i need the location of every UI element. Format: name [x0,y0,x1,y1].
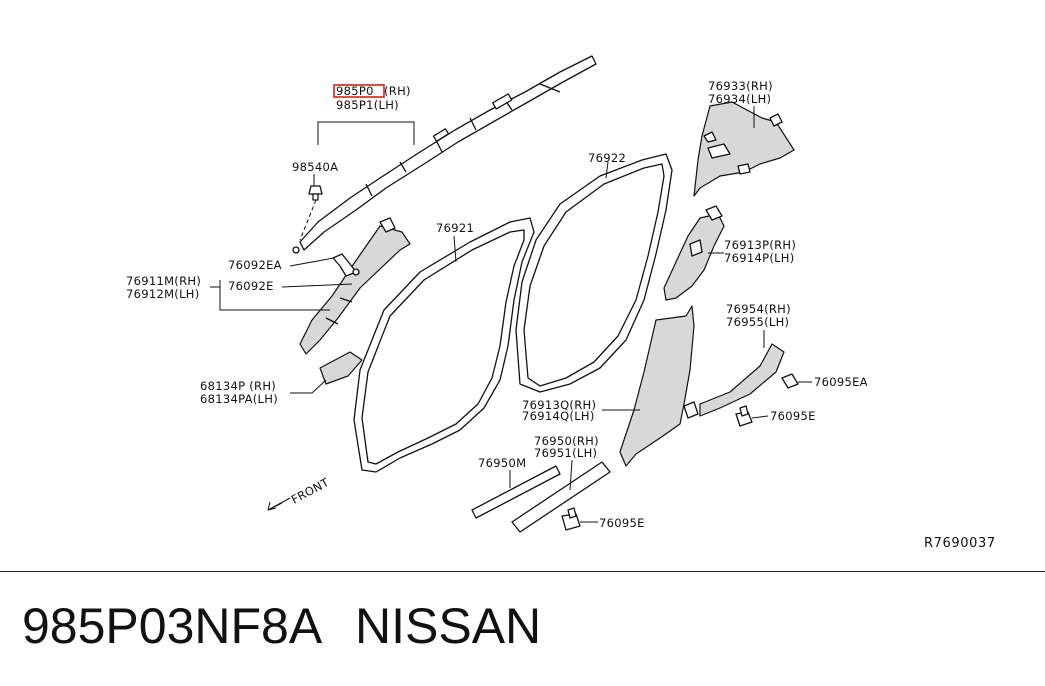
parts-diagram: 985P0 (RH) 985P1(LH) 98540A 76092EA 7691… [126,55,996,551]
label-rear-pillar-lh: 76934(LH) [708,92,771,106]
label-airbag-lh: 985P1(LH) [336,98,399,112]
front-door-seal [353,217,535,473]
label-rear-pillar-rh: 76933(RH) [708,79,773,93]
center-pillar-lower [619,305,699,467]
label-rear-sill-rh: 76954(RH) [726,302,791,316]
rear-pillar-garnish [693,101,795,197]
label-front-direction: FRONT [289,475,332,507]
label-rear-seal: 76922 [588,151,626,165]
clip-76095e-rear-icon [735,405,753,427]
caption-brand: NISSAN [355,598,542,654]
leader-lines [210,106,812,523]
label-clip-76095e-bottom: 76095E [599,516,645,530]
label-panel-68134p: 68134P (RH) [200,379,276,393]
rear-sill-plate [511,461,611,533]
label-rear-sill-lh: 76955(LH) [726,315,789,329]
label-985p0: 985P0 [336,84,374,98]
caption-part-number: 985P03NF8A [22,598,323,654]
curtain-airbag [292,55,597,254]
rear-door-seal [515,153,673,393]
label-clip-76092e: 76092E [228,279,274,293]
front-sill-plate [471,465,561,519]
label-center-pillar-upper-lh: 76914P(LH) [724,251,795,265]
caption-divider [0,571,1045,572]
label-clip-76095e-rear: 76095E [770,409,816,423]
label-panel-68134pa: 68134PA(LH) [200,392,278,406]
label-clip-98540a: 98540A [292,160,338,174]
front-arrow-icon [267,497,291,511]
label-front-pillar-lh: 76912M(LH) [126,287,200,301]
label-center-pillar-lower-lh: 76914Q(LH) [522,409,595,423]
clip-76095ea-icon [781,373,799,389]
center-pillar-upper [663,205,725,301]
label-center-pillar-upper-rh: 76913P(RH) [724,238,796,252]
front-pillar-garnish [299,217,411,355]
label-front-sill: 76950M [478,456,526,470]
label-front-seal: 76921 [436,221,474,235]
label-sill-lh: 76951(LH) [534,446,597,460]
clip-98540a-icon [299,185,323,241]
label-airbag-rh: (RH) [384,84,411,98]
rear-kicking-plate [699,343,785,417]
label-clip-76095ea: 76095EA [814,375,868,389]
highlight-box [333,84,385,98]
label-clip-76092ea: 76092EA [228,258,282,272]
side-panel-68134p [319,351,363,385]
label-reference: R7690037 [924,536,996,551]
label-center-pillar-lower-rh: 76913Q(RH) [522,398,596,412]
label-front-pillar-rh: 76911M(RH) [126,274,201,288]
label-sill-rh: 76950(RH) [534,434,599,448]
clip-76095e-bottom-icon [561,507,581,531]
